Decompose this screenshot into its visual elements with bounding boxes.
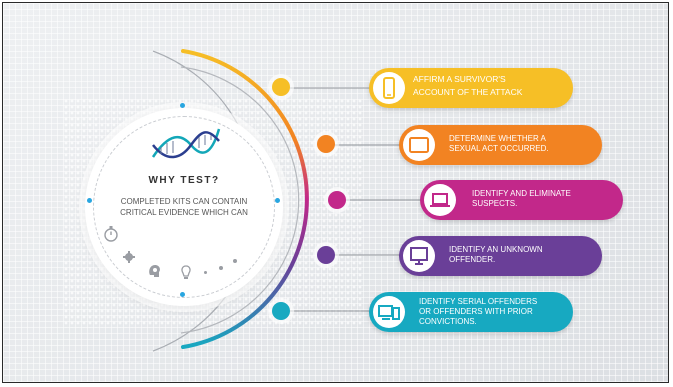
arc-node-4 — [317, 246, 335, 264]
head-gear-icon — [149, 265, 160, 277]
reason-pill-5: IDENTIFY SERIAL OFFENDERS OR OFFENDERS W… — [369, 292, 573, 332]
ring-dot-top — [180, 103, 185, 108]
arc-node-3 — [328, 191, 346, 209]
reason-pill-2: DETERMINE WHETHER A SEXUAL ACT OCCURRED. — [399, 125, 602, 165]
ring-dot-left — [87, 198, 92, 203]
ring-dot-right — [275, 198, 280, 203]
trail-dot — [204, 271, 207, 274]
reason-label-5: IDENTIFY SERIAL OFFENDERS OR OFFENDERS W… — [419, 297, 538, 326]
center-title: WHY TEST? — [148, 175, 220, 186]
monitor-icon — [403, 240, 435, 272]
reason-label-2: DETERMINE WHETHER A SEXUAL ACT OCCURRED. — [449, 134, 549, 153]
trail-dot — [219, 266, 223, 270]
stopwatch-icon — [104, 226, 118, 242]
reason-label-3: IDENTIFY AND ELIMINATE SUSPECTS. — [472, 189, 571, 208]
gear-icon — [123, 251, 135, 263]
reason-pill-4: IDENTIFY AN UNKNOWN OFFENDER. — [399, 236, 602, 276]
devices-icon — [373, 296, 405, 328]
tablet-icon — [403, 129, 435, 161]
center-body: COMPLETED KITS CAN CONTAIN CRITICAL EVID… — [120, 197, 248, 217]
reason-label-4: IDENTIFY AN UNKNOWN OFFENDER. — [449, 245, 543, 264]
arc-node-1 — [272, 78, 290, 96]
smartphone-icon — [373, 72, 405, 104]
reason-pill-3: IDENTIFY AND ELIMINATE SUSPECTS. — [420, 180, 623, 220]
lightbulb-icon — [181, 265, 191, 279]
reason-label-1: AFFIRM A SURVIVOR'S ACCOUNT OF THE ATTAC… — [413, 74, 523, 97]
arc-node-2 — [317, 135, 335, 153]
ring-dot-bottom — [180, 292, 185, 297]
center-ring — [93, 116, 275, 298]
slide: WHY TEST? COMPLETED KITS CAN CONTAIN CRI… — [2, 2, 669, 383]
laptop-icon — [424, 184, 456, 216]
reason-pill-1: AFFIRM A SURVIVOR'S ACCOUNT OF THE ATTAC… — [369, 68, 573, 108]
arc-decoration — [152, 49, 423, 352]
dna-icon — [151, 128, 221, 159]
trail-dot — [233, 259, 237, 263]
arc-node-5 — [272, 302, 290, 320]
